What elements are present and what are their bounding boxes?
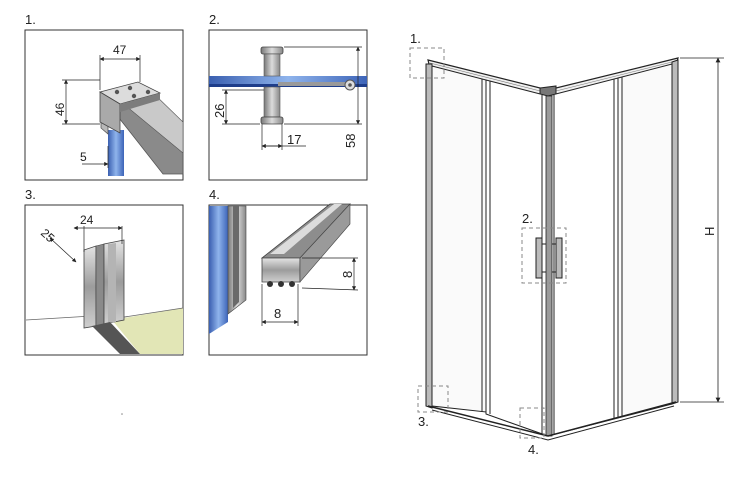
key-icon: [344, 79, 356, 91]
panel-1-number: 1.: [25, 12, 36, 27]
callout-label-2: 2.: [522, 211, 533, 226]
panel-2-number: 2.: [209, 12, 220, 27]
panel-2-dim-width: 17: [287, 132, 301, 147]
panel-3-dim-width: 24: [80, 213, 94, 227]
panel-1-dim-depth: 5: [80, 150, 87, 164]
callout-box-4: [519, 407, 545, 439]
detail-panel-1: 1. 47 46 5: [24, 12, 184, 181]
callout-box-1: [409, 47, 445, 79]
height-label: H: [702, 227, 717, 236]
callout-box-2: [521, 227, 567, 284]
callout-box-3: [417, 385, 449, 413]
panel-1-dim-height: 46: [53, 102, 67, 116]
door-handle-icon: [535, 237, 563, 279]
panel-3-number: 3.: [25, 187, 36, 202]
detail-panel-2: 2. 26 17 58: [208, 12, 368, 181]
detail-panel-4: 4. 8 8: [208, 187, 368, 356]
shower-enclosure: 1. 2. 3. 4. H: [409, 31, 724, 457]
panel-2-dim-height: 58: [343, 134, 358, 148]
callout-label-1: 1.: [410, 31, 421, 46]
panel-1-dim-width: 47: [113, 43, 127, 57]
panel-2-dim-offset: 26: [212, 104, 227, 118]
callout-label-3: 3.: [418, 414, 429, 429]
panel-4-dim-width: 8: [274, 306, 281, 321]
callout-label-4: 4.: [528, 442, 539, 457]
panel-4-number: 4.: [209, 187, 220, 202]
detail-panel-3: 3. 24 25: [24, 187, 184, 356]
panel-4-dim-height: 8: [340, 271, 355, 278]
